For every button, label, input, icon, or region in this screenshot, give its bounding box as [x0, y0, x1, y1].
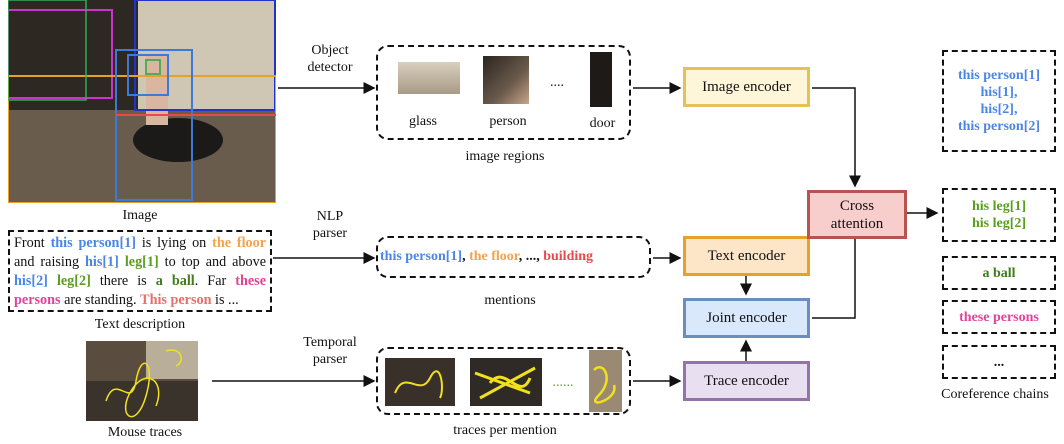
detection-boxes [8, 0, 276, 203]
mention-leg-2: leg[2] [56, 273, 91, 289]
mention-a-ball-b: ball [171, 273, 195, 289]
trace-encoder-box: Trace encoder [683, 361, 810, 401]
cross-attention-box: Cross attention [807, 190, 907, 239]
desc-text [48, 273, 57, 289]
chain-box-3: a ball [942, 256, 1056, 290]
mention-a-ball-a: a [155, 273, 163, 289]
image-regions-box [376, 45, 631, 140]
strip-sep: , [462, 249, 466, 264]
trace-thumb-2 [470, 358, 542, 406]
chain4-item: these persons [959, 309, 1039, 325]
desc-text: Front [14, 235, 51, 251]
chain2-item: his leg[2] [971, 216, 1027, 231]
input-image [8, 0, 276, 203]
region-ellipsis: .... [550, 75, 564, 90]
object-detector-label: Object detector [290, 42, 370, 76]
mouse-traces-image [86, 341, 198, 421]
mention-leg-1: leg[1] [124, 254, 159, 270]
object-detector-line1: Object [311, 43, 349, 58]
mention-his-1: his[1] [84, 254, 119, 270]
cross-attention-line2: attention [830, 215, 884, 232]
mentions-box [376, 236, 651, 278]
desc-text: is lying on [136, 235, 213, 251]
temporal-parser-label: Temporal parser [282, 334, 378, 368]
chain-box-5: ... [942, 345, 1056, 379]
mouse-traces-label: Mouse traces [107, 425, 183, 440]
mention-the-floor-a: the [212, 235, 232, 251]
chain-box-1: this person[1] his[1], his[2], this pers… [942, 50, 1056, 152]
image-label: Image [122, 208, 158, 223]
trace-scribble [86, 341, 198, 418]
strip-mention-this-person: this person[1] [380, 249, 463, 264]
desc-text: and raising [14, 254, 85, 270]
desc-text: are standing. [60, 292, 141, 308]
chain2-item: his leg[1] [971, 199, 1027, 214]
region-person-label: person [489, 114, 527, 129]
mention-this-person: This person [140, 292, 212, 308]
nlp-parser-line2: parser [312, 226, 348, 241]
nlp-parser-line1: NLP [316, 209, 344, 224]
text-encoder-box: Text encoder [683, 236, 810, 276]
chain1-item: this person[2] [957, 119, 1041, 134]
chain1-item: this person[1] [957, 68, 1041, 83]
region-glass-thumb [398, 62, 460, 94]
chain-box-2: his leg[1] his leg[2] [942, 188, 1056, 242]
region-door-label: door [589, 116, 616, 131]
chain-box-4: these persons [942, 300, 1056, 334]
desc-text: . Far [194, 273, 236, 289]
desc-text: is ... [211, 292, 239, 308]
desc-text: there is [90, 273, 156, 289]
trace-thumb-3 [589, 350, 622, 412]
chain5-item: ... [993, 354, 1005, 370]
text-description-box: Front this person[1] is lying on the flo… [8, 230, 272, 312]
desc-text: to top and above [158, 254, 266, 270]
region-person-thumb [483, 56, 529, 104]
strip-mention-building: building [543, 249, 594, 264]
image-regions-label: image regions [465, 149, 545, 164]
traces-box [376, 347, 631, 415]
region-glass-label: glass [409, 114, 437, 129]
object-detector-line2: detector [307, 60, 353, 75]
mentions-label: mentions [484, 293, 536, 308]
chain1-item: his[2], [980, 102, 1018, 117]
coreference-chains-label: Coreference chains [941, 387, 1049, 402]
mention-his-2: his[2] [14, 273, 48, 289]
temporal-parser-line1: Temporal [303, 335, 357, 350]
text-description-label: Text description [94, 317, 186, 332]
trace-ellipsis: ...... [552, 375, 574, 390]
chain1-item: his[1], [980, 85, 1018, 100]
joint-encoder-box: Joint encoder [683, 298, 810, 338]
strip-mention-the-floor: the floor [469, 249, 519, 264]
mention-this-person-1: this person[1] [50, 235, 136, 251]
nlp-parser-label: NLP parser [290, 208, 370, 242]
strip-sep: , ..., [518, 249, 544, 264]
temporal-parser-line2: parser [312, 352, 348, 367]
cross-attention-line1: Cross [839, 197, 875, 214]
chain3-item: a ball [982, 265, 1016, 281]
traces-per-mention-label: traces per mention [453, 423, 557, 438]
mention-these-persons: these persons [14, 273, 266, 308]
mention-strip: this person[1], the floor, ..., building [380, 249, 650, 265]
region-door-thumb [590, 52, 612, 107]
image-encoder-box: Image encoder [683, 67, 810, 107]
trace-thumb-1 [385, 358, 455, 406]
mention-the-floor-b: floor [236, 235, 266, 251]
